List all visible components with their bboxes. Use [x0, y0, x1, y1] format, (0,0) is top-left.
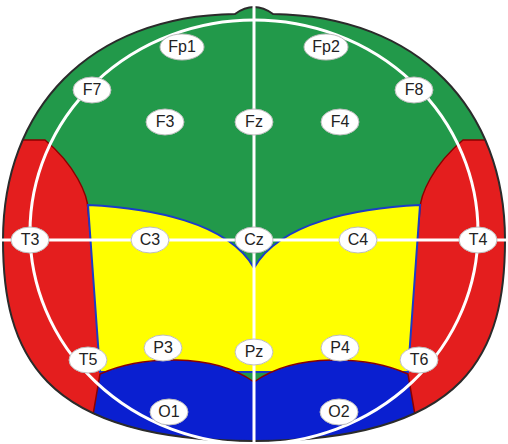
electrode-shape	[144, 335, 182, 361]
electrode-label: Fp1	[168, 39, 196, 55]
electrode-label: Cz	[244, 232, 264, 248]
electrode-label: F4	[331, 114, 350, 130]
electrode-label: O2	[328, 404, 349, 420]
midline	[253, 4, 256, 444]
electrode-node: T5	[68, 346, 108, 374]
electrode-node: Fp1	[159, 33, 205, 61]
electrode-shape	[11, 227, 49, 253]
electrode-shape	[235, 109, 273, 135]
electrode-node: C4	[338, 226, 378, 254]
electrode-shape	[459, 227, 497, 253]
electrode-shape	[339, 227, 377, 253]
electrode-node: P3	[143, 334, 183, 362]
electrode-node: Pz	[234, 338, 274, 366]
electrode-node: T4	[458, 226, 498, 254]
electrode-node: Cz	[234, 226, 274, 254]
electrode-shape	[69, 347, 107, 373]
electrode-shape	[160, 34, 204, 60]
electrode-label: Fp2	[312, 39, 340, 55]
electrode-shape	[395, 77, 433, 103]
electrode-shape	[400, 347, 438, 373]
electrode-label: Pz	[245, 344, 264, 360]
electrode-node: Fp2	[303, 33, 349, 61]
electrode-node: P4	[320, 334, 360, 362]
electrode-node: T6	[399, 346, 439, 374]
electrode-shape	[131, 227, 169, 253]
electrode-label: F8	[405, 82, 424, 98]
electrode-label: F3	[156, 114, 175, 130]
electrode-node: F4	[320, 108, 360, 136]
electrode-shape	[150, 399, 188, 425]
electrode-node: C3	[130, 226, 170, 254]
electrode-node: F7	[72, 76, 112, 104]
electrode-label: T4	[469, 232, 488, 248]
electrode-label: T6	[410, 352, 429, 368]
electrode-shape	[235, 339, 273, 365]
electrode-node: O1	[149, 398, 189, 426]
electrode-shape	[304, 34, 348, 60]
electrode-node: F3	[145, 108, 185, 136]
electrode-node: Fz	[234, 108, 274, 136]
electrode-label: P3	[153, 340, 173, 356]
electrode-shape	[321, 109, 359, 135]
electrode-label: T3	[21, 232, 40, 248]
electrode-shape	[320, 399, 358, 425]
electrode-label: F7	[83, 82, 102, 98]
electrode-shape	[73, 77, 111, 103]
electrode-label: O1	[158, 404, 179, 420]
electrode-shape	[235, 227, 273, 253]
electrode-label: T5	[79, 352, 98, 368]
electrode-label: Fz	[245, 114, 263, 130]
electrode-node: O2	[319, 398, 359, 426]
electrode-label: C3	[140, 232, 160, 248]
electrode-label: P4	[330, 340, 350, 356]
electrode-shape	[321, 335, 359, 361]
electrode-shape	[146, 109, 184, 135]
electrode-label: C4	[348, 232, 368, 248]
electrode-node: F8	[394, 76, 434, 104]
electrode-node: T3	[10, 226, 50, 254]
